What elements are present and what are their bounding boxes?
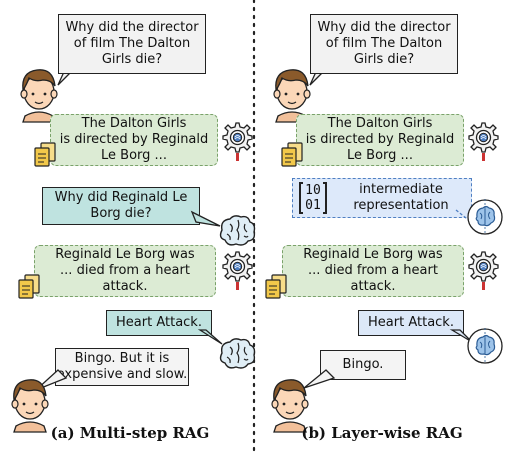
retrieved-doc-1: The Dalton Girls is directed by Reginald… [296, 114, 464, 166]
answer-text: Heart Attack. [116, 315, 202, 330]
llm-subquestion-bubble: Why did Reginald Le Borg die? [42, 187, 200, 225]
question-text: Why did the director of film The Dalton … [317, 20, 451, 67]
caption-multi-step-rag: (a) Multi-step RAG [50, 424, 210, 442]
feedback-text: Bingo. [342, 357, 384, 372]
retriever-gear-icon [467, 121, 500, 163]
person-icon [273, 69, 311, 123]
caption-layer-wise-rag: (b) Layer-wise RAG [301, 424, 463, 442]
answer-bubble: Heart Attack. [106, 310, 212, 336]
answer-text: Heart Attack. [368, 315, 454, 330]
retrieved-doc-2-text: Reginald Le Borg was ... died from a hea… [303, 247, 443, 294]
question-bubble: Why did the director of film The Dalton … [58, 14, 206, 74]
document-icon [18, 274, 40, 299]
document-icon [265, 274, 287, 299]
intermediate-representation-bubble: 10 01 intermediate representation [292, 178, 472, 218]
retriever-gear-icon [221, 121, 254, 163]
question-bubble: Why did the director of film The Dalton … [310, 14, 458, 74]
feedback-text: Bingo. But it is expensive and slow. [56, 351, 188, 382]
retrieved-doc-1-text: The Dalton Girls is directed by Reginald… [59, 116, 209, 163]
feedback-bubble: Bingo. [320, 350, 406, 380]
llm-subquestion-text: Why did Reginald Le Borg die? [54, 190, 188, 221]
brain-icon [467, 198, 503, 236]
matrix-row-2: 01 [305, 198, 321, 213]
retrieved-doc-1: The Dalton Girls is directed by Reginald… [50, 114, 218, 166]
document-icon [34, 142, 56, 167]
feedback-bubble-tail [35, 369, 68, 391]
person-icon [271, 379, 309, 433]
brain-icon [219, 215, 256, 246]
feedback-bubble-tail [303, 369, 336, 389]
answer-bubble-tail [197, 329, 223, 345]
feedback-bubble: Bingo. But it is expensive and slow. [55, 348, 189, 386]
intermediate-representation-text: intermediate representation [353, 182, 449, 213]
person-icon [11, 379, 49, 433]
brain-icon [467, 327, 503, 365]
answer-bubble-tail [449, 329, 473, 343]
retrieved-doc-2: Reginald Le Borg was ... died from a hea… [34, 245, 216, 297]
retriever-gear-icon [467, 250, 500, 292]
matrix-icon: 10 01 [299, 182, 327, 214]
document-icon [281, 142, 303, 167]
retrieved-doc-1-text: The Dalton Girls is directed by Reginald… [305, 116, 455, 163]
question-text: Why did the director of film The Dalton … [65, 20, 199, 67]
brain-icon [219, 338, 256, 369]
person-icon [20, 69, 58, 123]
retrieved-doc-2-text: Reginald Le Borg was ... died from a hea… [55, 247, 195, 294]
answer-bubble: Heart Attack. [358, 310, 464, 336]
retriever-gear-icon [221, 250, 254, 292]
llm-bubble-tail [190, 210, 221, 227]
matrix-row-1: 10 [305, 183, 321, 198]
retrieved-doc-2: Reginald Le Borg was ... died from a hea… [282, 245, 464, 297]
